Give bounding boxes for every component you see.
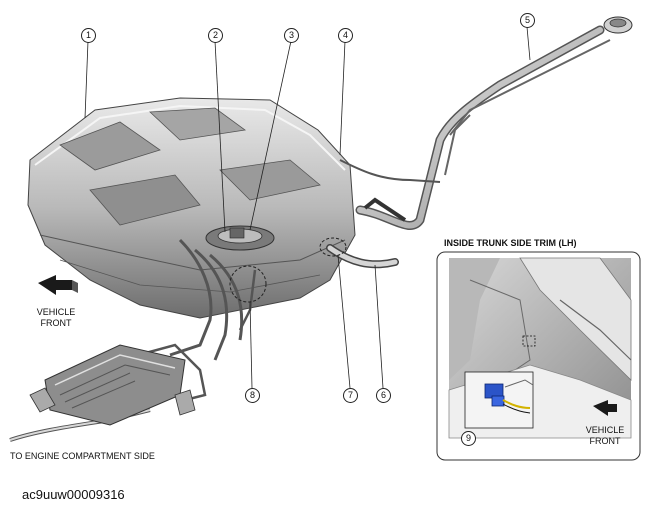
callout-4: 4: [338, 28, 353, 43]
fuel-filler-pipe: [326, 16, 633, 269]
vehicle-front-line-2: FRONT: [40, 318, 72, 328]
inset-vehicle-front-line-2: FRONT: [589, 436, 621, 446]
inset-title: INSIDE TRUNK SIDE TRIM (LH): [444, 238, 577, 248]
vehicle-front-arrow: [38, 275, 78, 295]
callout-leaders: [84, 26, 531, 432]
callout-7: 7: [343, 388, 358, 403]
inset-vehicle-front-label: VEHICLE FRONT: [575, 425, 635, 447]
callout-1: 1: [81, 28, 96, 43]
vehicle-front-line-1: VEHICLE: [36, 307, 76, 317]
callout-8: 8: [245, 388, 260, 403]
callout-6: 6: [376, 388, 391, 403]
figure-code: ac9uuw00009316: [22, 487, 125, 502]
inset-panel: [436, 251, 641, 461]
callout-2: 2: [208, 28, 223, 43]
evap-hoses: [9, 238, 257, 442]
to-engine-label: TO ENGINE COMPARTMENT SIDE: [10, 451, 155, 461]
hose-connection-highlight: [229, 265, 267, 303]
callout-3: 3: [284, 28, 299, 43]
charcoal-canister: [29, 344, 196, 426]
callout-5: 5: [520, 13, 535, 28]
inset-vehicle-front-line-1: VEHICLE: [585, 425, 625, 435]
joint-highlight: [319, 237, 347, 257]
callout-9: 9: [461, 431, 476, 446]
vehicle-front-label: VEHICLE FRONT: [26, 307, 86, 329]
